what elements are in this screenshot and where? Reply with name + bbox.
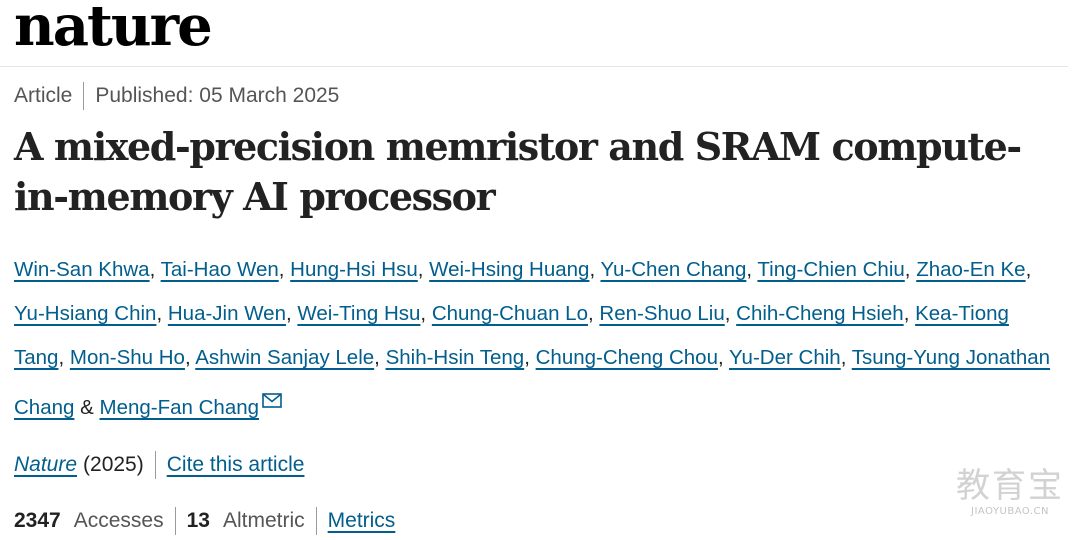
- author-separator: ,: [184, 346, 196, 369]
- author-separator: ,: [587, 302, 600, 325]
- author-separator: ,: [903, 302, 916, 325]
- author-separator: ,: [149, 258, 161, 281]
- article-type: Article: [14, 84, 73, 107]
- author-link[interactable]: Ren-Shuo Liu: [599, 302, 725, 325]
- metrics-separator-2: [315, 507, 317, 535]
- watermark-logo: 教育宝: [956, 466, 1064, 506]
- author-link[interactable]: Zhao-En Ke: [916, 258, 1026, 281]
- author-link[interactable]: Tsung-Yung Jonathan Chang: [14, 346, 1051, 419]
- author-link[interactable]: Ting-Chien Chiu: [757, 258, 905, 281]
- author-separator: ,: [904, 258, 917, 281]
- article-meta: Article Published: 05 March 2025: [14, 82, 339, 110]
- article-title: A mixed-precision memristor and SRAM com…: [14, 124, 1022, 219]
- author-separator: ,: [589, 258, 601, 281]
- watermark: 教育宝 JIAOYUBAO.CN: [954, 466, 1066, 517]
- author-separator: ,: [724, 302, 737, 325]
- author-link[interactable]: Tai-Hao Wen: [160, 258, 279, 281]
- author-link[interactable]: Kea-Tiong Tang: [14, 302, 1009, 369]
- cite-this-article-link[interactable]: Cite this article: [166, 453, 305, 476]
- author-link[interactable]: Ashwin Sanjay Lele: [195, 346, 375, 369]
- author-link[interactable]: Yu-Chen Chang: [600, 258, 747, 281]
- author-separator: ,: [374, 346, 386, 369]
- published-date: Published: 05 March 2025: [95, 84, 340, 107]
- citation-year: (2025): [83, 453, 144, 476]
- author-link[interactable]: Hua-Jin Wen: [167, 302, 286, 325]
- author-separator: ,: [840, 346, 852, 369]
- author-separator: ,: [746, 258, 758, 281]
- altmetric-count: 13: [186, 509, 210, 532]
- altmetric-label: Altmetric: [222, 509, 305, 532]
- author-separator: ,: [58, 346, 70, 369]
- author-link[interactable]: Wei-Hsing Huang: [429, 258, 590, 281]
- author-link[interactable]: Yu-Hsiang Chin: [14, 302, 157, 325]
- journal-link[interactable]: Nature: [14, 453, 78, 476]
- metrics-separator-1: [174, 507, 176, 535]
- author-link[interactable]: Chung-Cheng Chou: [535, 346, 718, 369]
- mail-icon[interactable]: [262, 380, 282, 424]
- author-link[interactable]: Hung-Hsi Hsu: [290, 258, 418, 281]
- author-separator: ,: [524, 346, 536, 369]
- author-separator: ,: [717, 346, 730, 369]
- accesses-count: 2347: [14, 509, 61, 532]
- author-separator: ,: [1025, 258, 1032, 281]
- author-link[interactable]: Mon-Shu Ho: [69, 346, 185, 369]
- nature-logo[interactable]: nature: [14, 0, 213, 59]
- author-link[interactable]: Wei-Ting Hsu: [297, 302, 421, 325]
- author-separator: ,: [285, 302, 298, 325]
- author-link[interactable]: Yu-Der Chih: [729, 346, 841, 369]
- author-link[interactable]: Shih-Hsin Teng: [385, 346, 525, 369]
- metrics-link[interactable]: Metrics: [327, 509, 396, 532]
- metrics-row: 2347 Accesses 13 Altmetric Metrics: [14, 506, 395, 536]
- author-separator: ,: [417, 258, 430, 281]
- citation-row: Nature (2025) Cite this article: [14, 450, 304, 480]
- author-list: Win-San Khwa, Tai-Hao Wen, Hung-Hsi Hsu,…: [14, 248, 1064, 430]
- author-separator: ,: [156, 302, 168, 325]
- author-link[interactable]: Win-San Khwa: [14, 258, 150, 281]
- meta-separator: [83, 82, 85, 110]
- header-divider: [0, 66, 1068, 67]
- citation-separator: [154, 451, 156, 479]
- watermark-url: JIAOYUBAO.CN: [971, 506, 1049, 517]
- author-separator: ,: [278, 258, 291, 281]
- author-separator: ,: [420, 302, 432, 325]
- author-separator-ampersand: &: [74, 396, 100, 419]
- author-link[interactable]: Chih-Cheng Hsieh: [736, 302, 904, 325]
- accesses-label: Accesses: [73, 509, 164, 532]
- author-link[interactable]: Chung-Chuan Lo: [431, 302, 588, 325]
- author-link[interactable]: Meng-Fan Chang: [99, 396, 260, 419]
